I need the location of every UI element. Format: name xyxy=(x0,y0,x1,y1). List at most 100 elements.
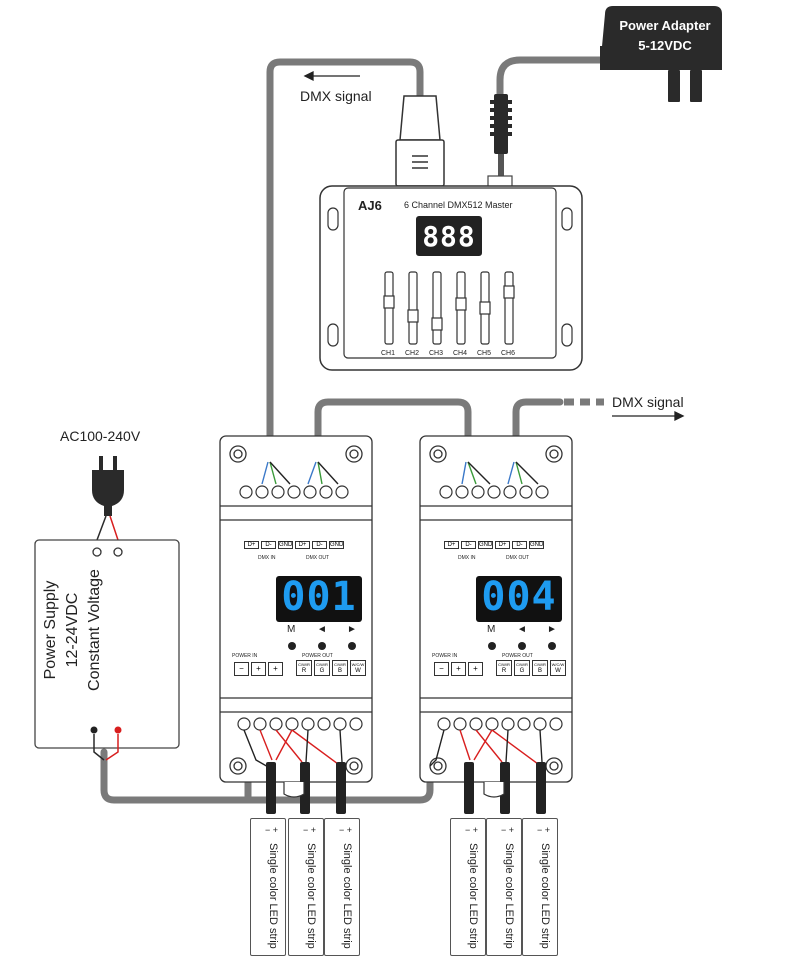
led-strip: − + Single color LED strip xyxy=(486,818,522,956)
adapter-cable xyxy=(496,56,609,100)
decoder-2-dmx-in-label: DMX IN xyxy=(458,555,476,561)
decoder-2-power-out-ch1-top: C/W/R xyxy=(498,662,510,667)
decoder-2-output-wires xyxy=(429,729,543,767)
decoder-1-term-dplus-out: D+ xyxy=(295,541,310,549)
decoder-2-dmx-terminal-row: D+ D- GND D+ D- GND xyxy=(444,541,544,549)
decoder-2-dmx-wires xyxy=(461,461,539,485)
decoder-2-term-gnd-in: GND xyxy=(478,541,493,549)
decoder-2-power-out-ch4-top: W/C/W xyxy=(551,662,565,667)
decoder-2-power-in-minus: − xyxy=(434,662,449,676)
decoder-2-term-dminus-in: D- xyxy=(461,541,476,549)
decoder-2-button-right: ► xyxy=(547,624,557,635)
decoder-1-power-in-label: POWER IN xyxy=(232,653,258,659)
decoder-1-power-out-ch4-bottom: W xyxy=(355,668,361,674)
led-strip-polarity: − + xyxy=(465,825,479,835)
power-supply-line1: Power Supply xyxy=(42,580,59,680)
led-strip-polarity: − + xyxy=(537,825,551,835)
ac-plug xyxy=(92,456,124,516)
arrow-left-icon xyxy=(303,70,360,82)
channel-label-1: CH1 xyxy=(381,350,396,357)
decoder-1-dmx-terminal-row: D+ D- GND D+ D- GND xyxy=(244,541,344,549)
decoder-2-term-dplus-in: D+ xyxy=(444,541,459,549)
decoder-1-power-out-ch3-bottom: B xyxy=(337,668,342,674)
decoder-2-button-dots xyxy=(488,642,556,650)
dmx-signal-label-right: DMX signal xyxy=(612,394,684,410)
ac-voltage-label: AC100-240V xyxy=(60,428,141,444)
master-title: 6 Channel DMX512 Master xyxy=(404,200,513,210)
decoder-2-term-gnd-out: GND xyxy=(529,541,544,549)
led-strip-polarity: − + xyxy=(339,825,353,835)
master-controller xyxy=(319,185,583,371)
channel-label-4: CH4 xyxy=(453,350,468,357)
decoder-2-display-bg xyxy=(476,576,562,622)
led-strip-label: Single color LED strip xyxy=(467,843,479,949)
power-supply-text: Power Supply 12-24VDC Constant Voltage xyxy=(40,530,130,730)
decoder-1-dmx-wires xyxy=(261,461,339,485)
channel-label-3: CH3 xyxy=(429,350,444,357)
led-strip: − + Single color LED strip xyxy=(324,818,360,956)
decoder-1-term-dminus-in: D- xyxy=(261,541,276,549)
decoder-1-power-out-ch2-bottom: G xyxy=(319,668,325,674)
decoder-2-power-out-ch2-top: C/W/R xyxy=(516,662,528,667)
led-strip-label: Single color LED strip xyxy=(267,843,279,949)
led-strip-label: Single color LED strip xyxy=(503,843,515,949)
decoder-1-button-right: ► xyxy=(347,624,357,635)
decoder-2-power-in-terminals: − + + xyxy=(434,662,483,676)
dmx-signal-label-top: DMX signal xyxy=(300,88,372,104)
decoder-1-power-out-ch4-top: W/C/W xyxy=(351,662,365,667)
decoder-2-power-in-label: POWER IN xyxy=(432,653,458,659)
master-display-value: 888 xyxy=(422,220,476,253)
din-clips xyxy=(283,782,505,798)
decoder-1-power-out-ch3-top: C/W/R xyxy=(334,662,346,667)
master-sliders xyxy=(383,271,515,345)
decoder-2-button-left: ◄ xyxy=(517,624,527,635)
decoder-2-term-dminus-out: D- xyxy=(512,541,527,549)
decoder-2-terminal-screws-bottom xyxy=(437,717,563,731)
decoder-1-power-in-terminals: − + + xyxy=(234,662,283,676)
led-strip-polarity: − + xyxy=(303,825,317,835)
decoder-1-power-out-ch1-top: C/W/R xyxy=(298,662,310,667)
channel-label-5: CH5 xyxy=(477,350,492,357)
decoder-1-button-m: M xyxy=(287,624,296,635)
power-supply-line2: 12-24VDC xyxy=(64,592,81,668)
decoder-1-term-gnd-in: GND xyxy=(278,541,293,549)
power-adapter-label-line1: Power Adapter xyxy=(619,18,711,33)
led-strip-label: Single color LED strip xyxy=(305,843,317,949)
decoder-1-button-dots xyxy=(288,642,356,650)
decoder-1-power-out-ch2-top: C/W/R xyxy=(316,662,328,667)
decoder-1-display-bg xyxy=(276,576,362,622)
led-strip-label: Single color LED strip xyxy=(539,843,551,949)
decoder-2-power-out-ch2-bottom: G xyxy=(519,668,525,674)
dmx-cable-decoder1-to-decoder2 xyxy=(314,398,472,466)
decoder-1-output-wires xyxy=(243,729,343,769)
dc-plug xyxy=(490,94,512,178)
dmx-cable-master-to-decoder1 xyxy=(266,58,424,466)
decoder-1-terminal-screws-top xyxy=(239,485,349,499)
power-supply-line3: Constant Voltage xyxy=(86,569,103,691)
decoder-2-power-out-ch1-bottom: R xyxy=(501,668,507,674)
arrow-right-icon xyxy=(612,410,685,422)
decoder-2-power-out-ch4-bottom: W xyxy=(555,668,561,674)
decoder-2-power-out-label: POWER OUT xyxy=(502,653,533,659)
decoder-1-term-gnd-out: GND xyxy=(329,541,344,549)
decoder-2-terminal-screws-top xyxy=(439,485,549,499)
led-strip-polarity: − + xyxy=(265,825,279,835)
decoder-1-power-in-plus-2: + xyxy=(268,662,283,676)
dmx-cable-decoder2-out xyxy=(512,398,564,466)
led-strip: − + Single color LED strip xyxy=(522,818,558,956)
decoder-2-power-out-ch3-bottom: B xyxy=(537,668,542,674)
led-strip-label: Single color LED strip xyxy=(341,843,353,949)
decoder-2-output-cables xyxy=(464,762,546,814)
channel-label-6: CH6 xyxy=(501,350,516,357)
led-strip: − + Single color LED strip xyxy=(450,818,486,956)
